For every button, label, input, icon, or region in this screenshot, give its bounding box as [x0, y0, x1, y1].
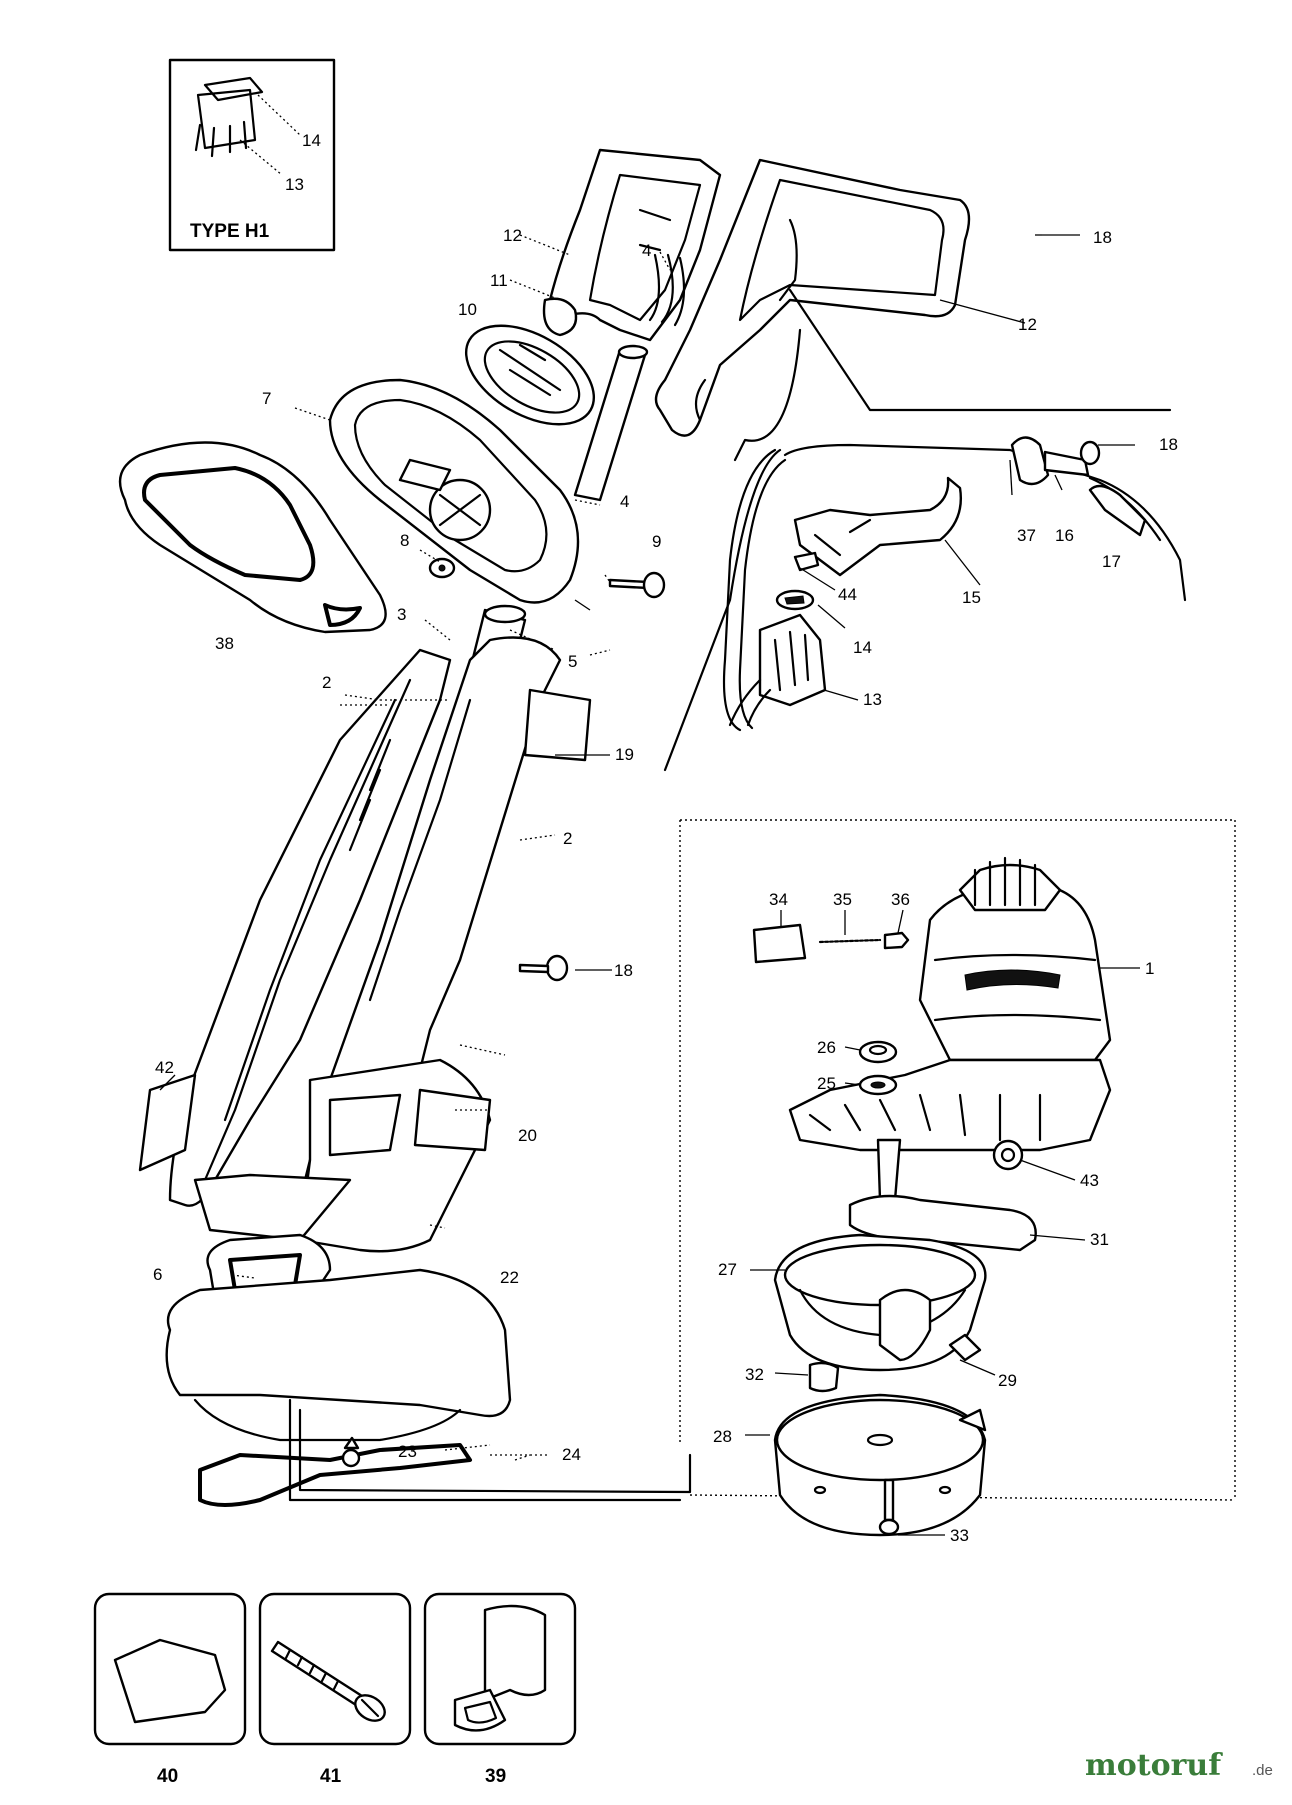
callout-4-top: 4 — [642, 241, 651, 260]
callout-12-right: 12 — [1018, 315, 1037, 334]
callout-31: 31 — [1090, 1230, 1109, 1249]
callout-28: 28 — [713, 1427, 732, 1446]
callout-34: 34 — [769, 890, 788, 909]
callout-2-left: 2 — [322, 673, 331, 692]
inset-title: TYPE H1 — [190, 221, 270, 242]
nut-8 — [428, 557, 456, 579]
brand-suffix: .de — [1252, 1762, 1273, 1779]
leader-lines — [159, 234, 1140, 1536]
brand-watermark: motoruf .de — [1085, 1748, 1273, 1783]
switch-type-h1-icon — [194, 76, 301, 176]
callout-5: 5 — [568, 652, 577, 671]
callout-42: 42 — [155, 1058, 174, 1077]
accessory-41: 41 — [258, 1592, 412, 1787]
callout-1: 1 — [1145, 959, 1154, 978]
switch-detail — [722, 436, 1187, 732]
callout-29: 29 — [998, 1371, 1017, 1390]
callout-9: 9 — [652, 532, 661, 551]
callout-18-mid: 18 — [614, 961, 633, 980]
callout-16: 16 — [1055, 526, 1074, 545]
callout-32: 32 — [745, 1365, 764, 1384]
screw-icon — [270, 1640, 386, 1722]
cable-route — [288, 288, 1172, 1502]
callout-23: 23 — [398, 1442, 417, 1461]
main-body — [138, 604, 592, 1507]
callout-19: 19 — [615, 745, 634, 764]
shaft-tube-upper — [573, 344, 649, 502]
callout-2-right: 2 — [563, 829, 572, 848]
callout-8: 8 — [400, 531, 409, 550]
callout-12-left: 12 — [503, 226, 522, 245]
brand-name: motoruf — [1085, 1748, 1223, 1783]
callout-38: 38 — [215, 634, 234, 653]
callout-26: 26 — [817, 1038, 836, 1057]
accessory-39: 39 — [423, 1592, 577, 1787]
callout-35: 35 — [833, 890, 852, 909]
callout-44: 44 — [838, 585, 857, 604]
inset-type-h1: 14 13 TYPE H1 — [168, 58, 336, 252]
accessory-label-39: 39 — [485, 1766, 506, 1787]
callout-24: 24 — [562, 1445, 581, 1464]
accessory-label-41: 41 — [320, 1766, 342, 1787]
callout-27: 27 — [718, 1260, 737, 1279]
accessory-40: 40 — [93, 1592, 247, 1787]
callout-4-mid: 4 — [620, 492, 629, 511]
cable-clip-icon — [453, 1604, 547, 1732]
callout-15: 15 — [962, 588, 981, 607]
accessory-label-40: 40 — [157, 1766, 178, 1787]
callout-14: 14 — [853, 638, 872, 657]
callout-36: 36 — [891, 890, 910, 909]
inset-label-13: 13 — [285, 175, 304, 194]
line-spool-plate-icon — [113, 1638, 227, 1724]
callout-37: 37 — [1017, 526, 1036, 545]
callout-11: 11 — [490, 271, 508, 290]
callout-25: 25 — [817, 1074, 836, 1093]
callout-3: 3 — [397, 605, 406, 624]
callout-22: 22 — [500, 1268, 519, 1287]
motor-assembly — [679, 819, 1236, 1537]
bolt-9 — [608, 571, 666, 599]
fan-housing — [328, 378, 580, 604]
callout-43: 43 — [1080, 1171, 1099, 1190]
callout-7: 7 — [262, 389, 271, 408]
callout-18-top: 18 — [1093, 228, 1112, 247]
inset-label-14: 14 — [302, 131, 321, 150]
callout-18-plug: 18 — [1159, 435, 1178, 454]
callout-17: 17 — [1102, 552, 1121, 571]
callout-6: 6 — [153, 1265, 162, 1284]
callout-labels: 18 12 12 4 11 10 7 4 9 8 38 3 5 2 19 2 1… — [153, 226, 1178, 1545]
cover-plate — [118, 441, 387, 634]
switch-housing-plate — [464, 297, 596, 426]
callout-13: 13 — [863, 690, 882, 709]
callout-33: 33 — [950, 1526, 969, 1545]
callout-10: 10 — [458, 300, 477, 319]
handle-assembly — [548, 148, 971, 462]
callout-20: 20 — [518, 1126, 537, 1145]
